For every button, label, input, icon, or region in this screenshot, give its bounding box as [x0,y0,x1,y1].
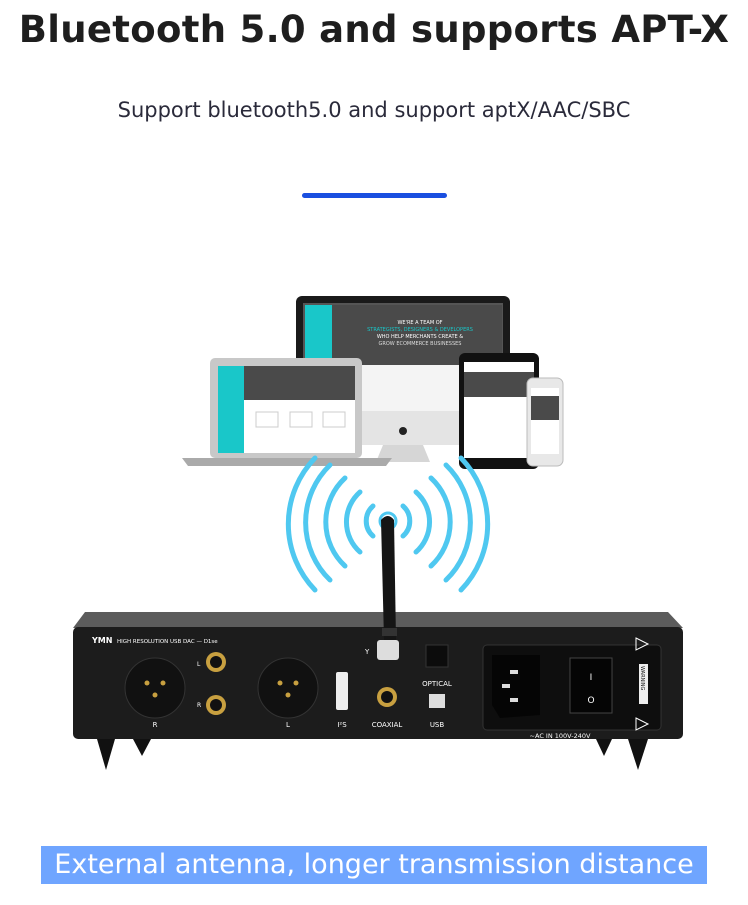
xlr-output-right: R [124,657,186,729]
wireless-signal-icon [285,455,491,593]
spike-feet [97,739,648,770]
svg-text:L: L [286,721,290,729]
antenna [381,516,397,640]
xlr-output-left: L [257,657,319,729]
svg-text:WARNING: WARNING [639,666,645,691]
svg-text:R: R [197,702,201,709]
i2s-port: I²S [336,672,348,729]
svg-text:I²S: I²S [337,721,347,729]
feature-banner: External antenna, longer transmission di… [41,846,707,884]
page-subtitle: Support bluetooth5.0 and support aptX/AA… [117,98,631,122]
accent-divider [302,193,447,198]
laptop [182,358,392,466]
antenna-port: Y [364,640,399,660]
svg-text:COAXIAL: COAXIAL [372,721,403,729]
screen-text: WE'RE A TEAM OF [397,320,442,326]
screen-text: WHO HELP MERCHANTS CREATE & [377,334,463,340]
apple-logo-icon [399,427,407,435]
power-inlet: I O ~AC IN 100V-240V [482,644,662,740]
warning-label: WARNING [635,637,650,731]
tablet [459,353,539,469]
coaxial-input: COAXIAL [372,687,403,729]
svg-text:USB: USB [430,721,445,729]
optical-input: OPTICAL [422,644,452,688]
svg-text:OPTICAL: OPTICAL [422,680,452,688]
brand-logo: YMN [91,636,112,645]
svg-text:R: R [153,721,158,729]
svg-text:L: L [197,661,201,668]
rca-outputs: L R [197,652,226,715]
screen-text: GROW ECOMMERCE BUSINESSES [379,341,462,347]
page-title: Bluetooth 5.0 and supports APT-X [18,8,730,51]
svg-text:Y: Y [364,648,370,656]
usb-input: USB [429,694,445,729]
svg-text:O: O [587,696,594,706]
phone [526,377,564,467]
power-switch [569,657,613,714]
svg-text:~AC IN 100V-240V: ~AC IN 100V-240V [530,732,591,740]
svg-text:I: I [590,673,593,683]
dac-device: YMN HIGH RESOLUTION USB DAC — D1se R L L… [73,612,683,770]
screen-text: STRATEGISTS, DESIGNERS & DEVELOPERS [367,327,473,333]
model-label: HIGH RESOLUTION USB DAC — D1se [117,639,218,645]
